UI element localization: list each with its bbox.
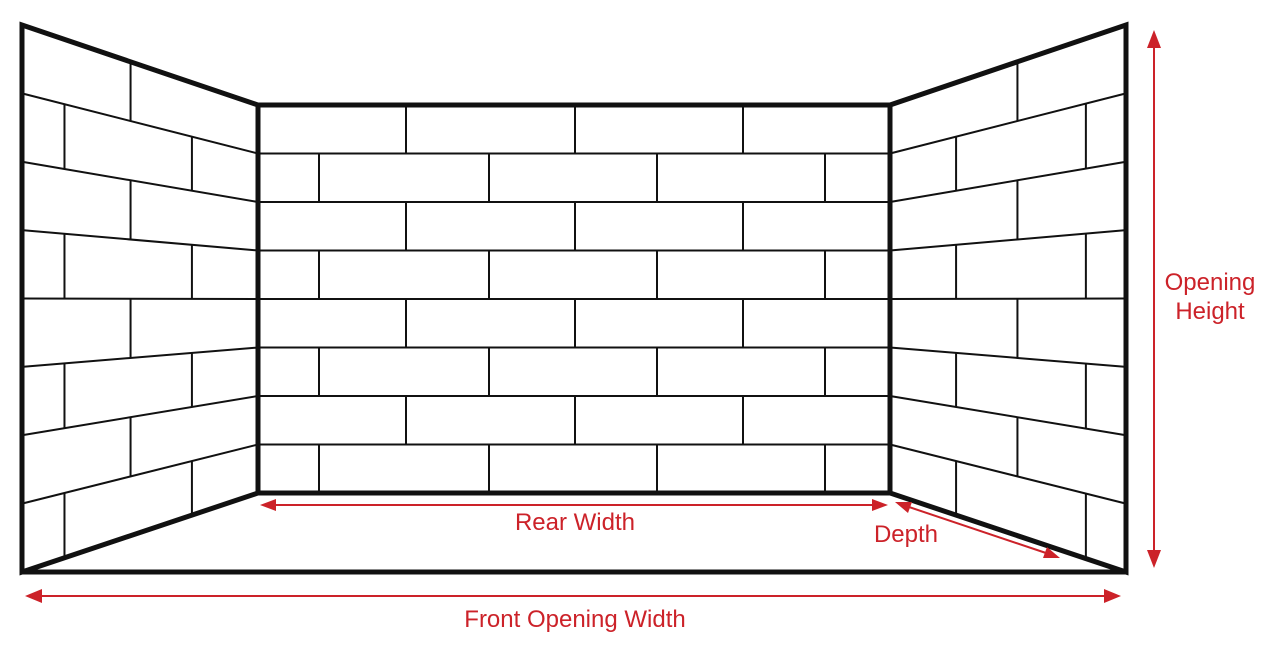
- back-wall-bricks: [258, 105, 890, 493]
- right-wall-mortar-course: [889, 297, 1127, 300]
- left-wall-mortar-course: [21, 443, 259, 505]
- opening-height-label-line1: Opening: [1165, 269, 1256, 296]
- depth-arrow-bottom: [1043, 547, 1060, 558]
- right-wall-mortar-course: [889, 160, 1127, 203]
- depth-dimension: Depth: [874, 502, 1060, 558]
- depth-arrow-top: [895, 502, 912, 513]
- right-wall-bricks: [889, 61, 1127, 559]
- front-width-arrow-left: [25, 589, 42, 603]
- height-arrow-bottom: [1147, 550, 1161, 568]
- left-wall-mortar-course: [21, 160, 259, 203]
- front-width-arrow-right: [1104, 589, 1121, 603]
- left-wall-mortar-course: [21, 297, 259, 300]
- firebox-outline: [19, 21, 1129, 576]
- left-wall-mortar-course: [21, 92, 259, 155]
- rear-width-arrow-left: [260, 499, 276, 511]
- left-wall-mortar-course: [21, 229, 259, 252]
- rear-width-label: Rear Width: [515, 509, 635, 536]
- rear-width-arrow-right: [872, 499, 888, 511]
- opening-height-dimension: Opening Height: [1147, 30, 1255, 568]
- front-opening-width-dimension: Front Opening Width: [25, 589, 1121, 633]
- front-opening-width-label: Front Opening Width: [464, 606, 685, 633]
- left-wall-mortar-course: [21, 346, 259, 368]
- right-wall-mortar-course: [889, 443, 1127, 505]
- depth-line: [905, 505, 1047, 554]
- left-wall-outline: [19, 21, 261, 576]
- height-arrow-top: [1147, 30, 1161, 48]
- depth-label: Depth: [874, 521, 938, 548]
- rear-width-dimension: Rear Width: [260, 499, 888, 536]
- right-wall-mortar-course: [889, 229, 1127, 252]
- right-wall-mortar-course: [889, 395, 1127, 437]
- left-wall-mortar-course: [21, 395, 259, 437]
- right-wall-mortar-course: [889, 92, 1127, 155]
- opening-height-label-line2: Height: [1175, 298, 1245, 325]
- left-wall-bricks: [21, 61, 259, 558]
- right-wall-mortar-course: [889, 346, 1127, 368]
